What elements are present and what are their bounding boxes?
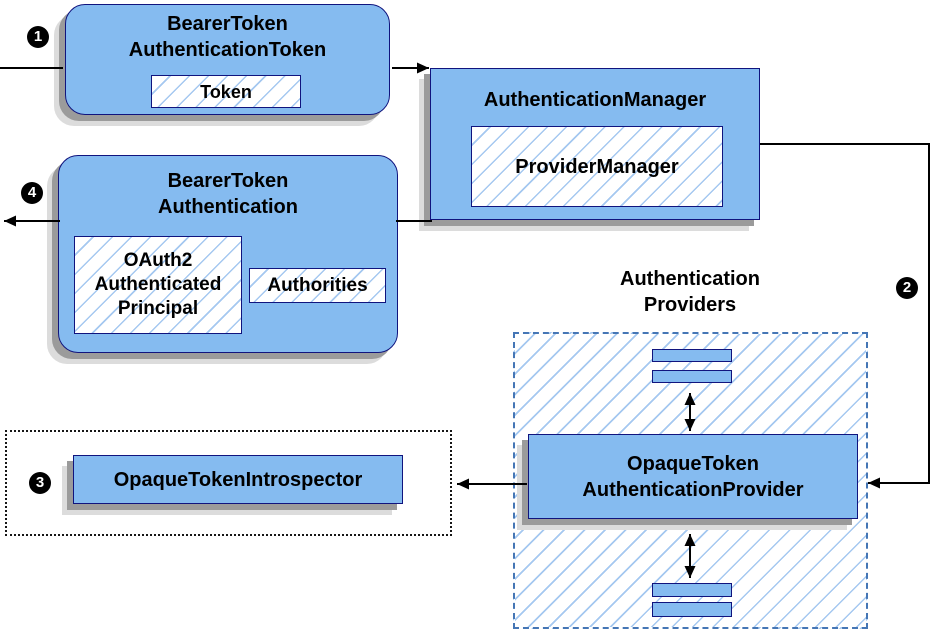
- principal-line: Principal: [117, 298, 199, 319]
- token-inner-box: Token: [151, 75, 301, 108]
- heading-line: Authentication: [620, 268, 760, 290]
- title-line: OpaqueToken: [627, 452, 759, 475]
- provider-placeholder-bar: [652, 583, 732, 597]
- principal-line: OAuth2: [123, 250, 193, 271]
- title-line: AuthenticationProvider: [582, 478, 804, 501]
- principal-line: Authenticated: [94, 274, 222, 295]
- introspector-container: [5, 430, 452, 536]
- opaque-token-introspector-title: OpaqueTokenIntrospector: [113, 468, 363, 491]
- provider-placeholder-bar: [652, 370, 732, 383]
- title-line: BearerToken: [167, 170, 289, 192]
- bearer-token-authentication-node: BearerToken Authentication OAuth2 Authen…: [58, 155, 398, 353]
- authorities-inner-box: Authorities: [249, 268, 386, 303]
- opaque-token-introspector-node: OpaqueTokenIntrospector: [73, 455, 403, 504]
- step-2-badge: 2: [896, 277, 918, 299]
- bearer-token-authentication-token-title: BearerToken AuthenticationToken: [66, 5, 389, 63]
- step-1-badge: 1: [27, 26, 49, 48]
- oauth2-authenticated-principal-inner-box: OAuth2 Authenticated Principal: [74, 236, 242, 334]
- bearer-token-authentication-title: BearerToken Authentication: [59, 156, 397, 220]
- opaque-token-authentication-provider-title: OpaqueToken AuthenticationProvider: [582, 451, 803, 503]
- title-line: AuthenticationToken: [128, 39, 327, 61]
- step-4-badge: 4: [21, 182, 43, 204]
- heading-line: Providers: [643, 294, 737, 316]
- provider-manager-inner-box: ProviderManager: [471, 126, 723, 207]
- authentication-manager-node: AuthenticationManager ProviderManager: [430, 68, 760, 220]
- bearer-token-authentication-token-node: BearerToken AuthenticationToken Token: [65, 4, 390, 115]
- step-3-badge: 3: [29, 472, 51, 494]
- title-line: Authentication: [158, 196, 298, 218]
- opaque-token-authentication-provider-node: OpaqueToken AuthenticationProvider: [528, 434, 858, 519]
- title-line: BearerToken: [167, 13, 288, 35]
- provider-placeholder-bar: [652, 602, 732, 617]
- authentication-providers-heading: Authentication Providers: [540, 266, 840, 318]
- authentication-manager-title: AuthenticationManager: [483, 89, 707, 111]
- provider-placeholder-bar: [652, 349, 732, 362]
